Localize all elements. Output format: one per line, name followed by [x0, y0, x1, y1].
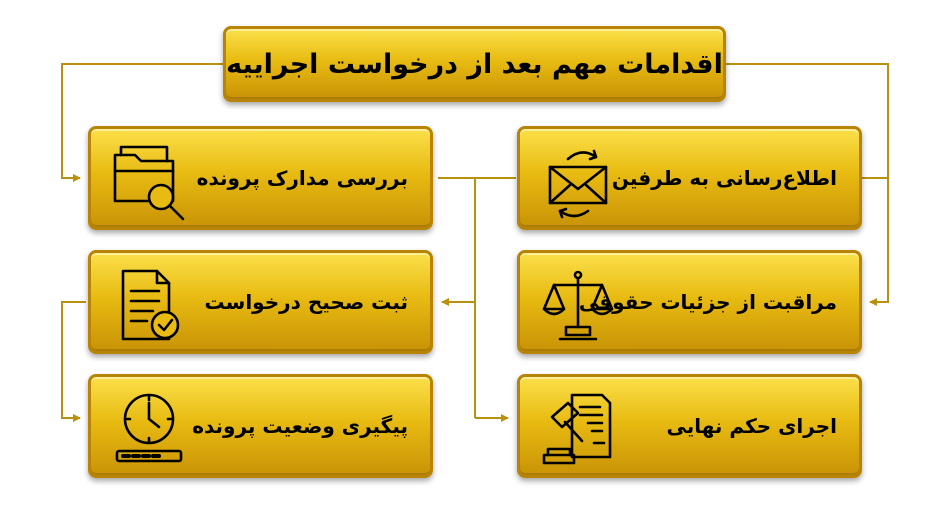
envelope-sync-icon	[538, 141, 618, 221]
folder-search-icon	[109, 141, 189, 221]
document-check-icon	[109, 265, 189, 345]
node-label: مراقبت از جزئیات حقوقی	[578, 290, 837, 314]
diagram-title: اقدامات مهم بعد از درخواست اجراییه	[226, 48, 723, 80]
clock-progress-icon	[109, 389, 189, 469]
node-final-judgment: اجرای حکم نهایی	[517, 374, 862, 478]
node-review-documents: بررسی مدارک پرونده	[88, 126, 433, 230]
node-track-status: پیگیری وضعیت پرونده	[88, 374, 433, 478]
node-label: پیگیری وضعیت پرونده	[192, 414, 408, 438]
node-label: اجرای حکم نهایی	[666, 414, 837, 438]
gavel-document-icon	[538, 389, 618, 469]
node-register-request: ثبت صحیح درخواست	[88, 250, 433, 354]
node-label: بررسی مدارک پرونده	[196, 166, 408, 190]
node-legal-details: مراقبت از جزئیات حقوقی	[517, 250, 862, 354]
node-label: ثبت صحیح درخواست	[204, 290, 408, 314]
title-banner: اقدامات مهم بعد از درخواست اجراییه	[223, 26, 726, 102]
node-label: اطلاع‌رسانی به طرفین	[611, 166, 837, 190]
node-notify-parties: اطلاع‌رسانی به طرفین	[517, 126, 862, 230]
scales-of-justice-icon	[538, 265, 618, 345]
